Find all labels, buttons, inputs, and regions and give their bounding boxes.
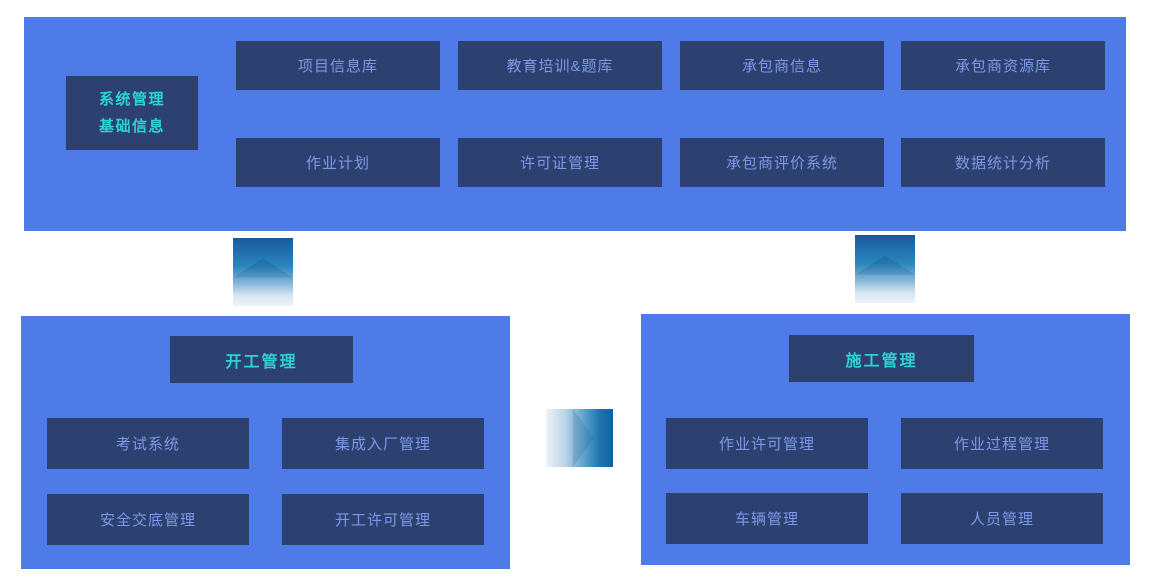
module-box-work-permit-management: 作业许可管理 [666, 418, 868, 469]
top-panel-title-line1: 系统管理 [98, 91, 165, 108]
module-box-personnel-management: 人员管理 [901, 493, 1103, 544]
right-panel-title-box: 施工管理 [789, 335, 974, 382]
module-box-safety-briefing-management: 安全交底管理 [47, 494, 249, 545]
module-box-work-process-management: 作业过程管理 [901, 418, 1103, 469]
top-panel-title-line2: 基础信息 [98, 118, 165, 135]
module-box-vehicle-management: 车辆管理 [666, 493, 868, 544]
right-panel-construction-management: 施工管理 作业许可管理 作业过程管理 车辆管理 人员管理 [641, 314, 1130, 565]
left-panel-title-box: 开工管理 [170, 336, 353, 383]
left-panel-start-work-management: 开工管理 考试系统 集成入厂管理 安全交底管理 开工许可管理 [21, 316, 510, 569]
module-box-contractor-info: 承包商信息 [680, 41, 884, 90]
gradient-arrow-up-left-icon [233, 238, 293, 306]
top-panel-title-box: 系统管理 基础信息 [66, 76, 198, 150]
module-box-integrated-entry-management: 集成入厂管理 [282, 418, 484, 469]
gradient-arrow-right-icon [546, 409, 613, 467]
module-box-start-work-permit-management: 开工许可管理 [282, 494, 484, 545]
module-box-work-plan: 作业计划 [236, 138, 440, 187]
module-box-exam-system: 考试系统 [47, 418, 249, 469]
top-panel-system-management: 系统管理 基础信息 项目信息库 教育培训&题库 承包商信息 承包商资源库 作业计… [24, 17, 1126, 231]
chevron-right-icon [572, 409, 595, 467]
module-box-data-statistics: 数据统计分析 [901, 138, 1105, 187]
module-box-project-info-db: 项目信息库 [236, 41, 440, 90]
module-box-contractor-evaluation: 承包商评价系统 [680, 138, 884, 187]
gradient-arrow-up-right-icon [855, 235, 915, 303]
module-box-training-question-bank: 教育培训&题库 [458, 41, 662, 90]
module-box-license-management: 许可证管理 [458, 138, 662, 187]
chevron-up-icon [233, 258, 293, 278]
module-box-contractor-resource-db: 承包商资源库 [901, 41, 1105, 90]
chevron-up-icon [855, 255, 915, 275]
